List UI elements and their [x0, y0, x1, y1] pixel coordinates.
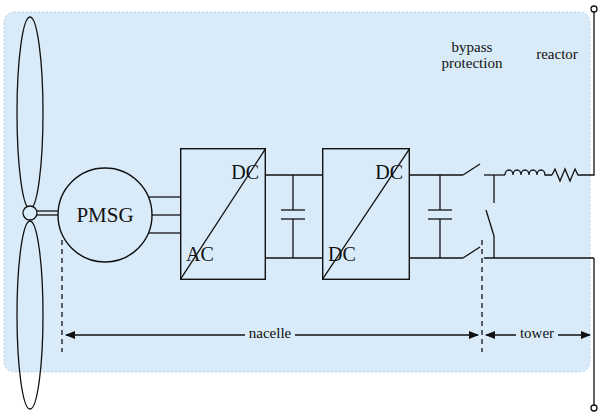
wire-connector — [266, 175, 322, 258]
bypass-switch — [486, 175, 494, 258]
node-label: DC — [375, 162, 403, 182]
annotation-label: reactor — [525, 47, 589, 63]
node-label: DC — [328, 244, 356, 264]
capacitor-symbol — [428, 175, 452, 258]
terminal — [591, 405, 597, 411]
boundary-dash — [481, 240, 482, 352]
span-label: nacelle — [245, 326, 295, 342]
node-label: PMSG — [76, 205, 133, 226]
generator-circle: PMSG — [57, 167, 153, 263]
output-wires — [410, 175, 463, 258]
resistor-symbol — [552, 12, 594, 181]
system-panel — [4, 12, 590, 372]
node-label: AC — [186, 244, 214, 264]
wire-connector — [148, 197, 180, 233]
capacitor-symbol — [281, 175, 305, 258]
node-label: DC — [231, 162, 259, 182]
annotation-label: bypass protection — [434, 40, 510, 72]
converter-box: DC AC — [180, 148, 266, 280]
boundary-dash — [61, 240, 62, 352]
span-label: tower — [516, 326, 558, 342]
output-wire — [593, 258, 594, 405]
terminal — [591, 6, 597, 12]
inductor-symbol — [505, 170, 552, 175]
converter-box: DC DC — [322, 148, 410, 280]
turbine-rotor — [17, 17, 58, 409]
